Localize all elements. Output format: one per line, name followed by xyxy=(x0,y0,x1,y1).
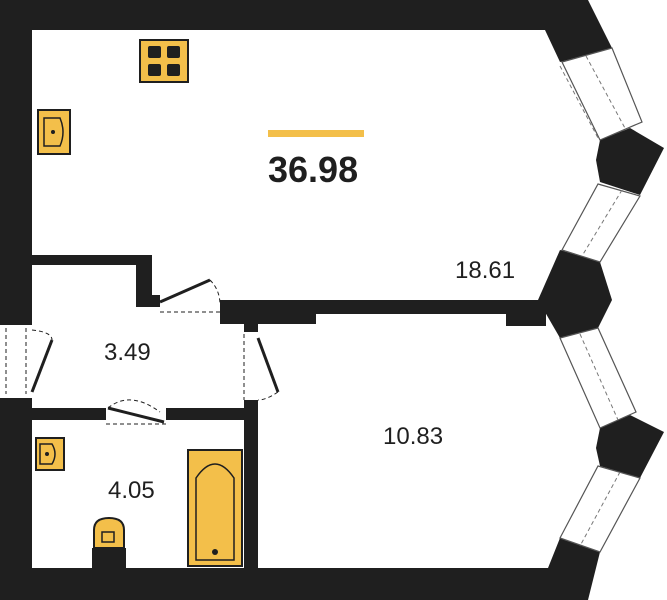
door-main-room xyxy=(159,278,211,304)
left-wall-lower xyxy=(0,398,32,600)
wall-hall-bath-right xyxy=(166,408,246,420)
bathroom-area: 4.05 xyxy=(108,477,155,504)
main-room-area: 18.61 xyxy=(455,257,515,284)
left-wall-upper xyxy=(0,0,32,325)
doors xyxy=(5,278,280,425)
total-area-accent-bar xyxy=(268,130,364,137)
bedroom-area: 10.83 xyxy=(383,423,443,450)
window-1 xyxy=(561,47,643,141)
bottom-wall xyxy=(0,538,600,600)
bathroom-sink-icon xyxy=(35,437,65,471)
hallway-area: 3.49 xyxy=(104,339,151,366)
outer-walls xyxy=(0,0,612,600)
kitchen-sink-icon xyxy=(37,109,71,155)
wall-hall-bedroom xyxy=(244,400,258,570)
door-bedroom xyxy=(256,337,280,393)
door-entrance xyxy=(30,339,54,393)
wall-door-jamb-left xyxy=(136,295,160,307)
window-2 xyxy=(561,183,641,263)
window-3 xyxy=(559,327,637,429)
total-area: 36.98 xyxy=(268,149,358,190)
wall-right-end xyxy=(506,300,546,326)
wall-kitchen-hall xyxy=(30,255,152,265)
wall-hall-bath-left xyxy=(30,408,106,420)
wall-notch xyxy=(136,255,152,305)
facade-pier-2 xyxy=(538,250,612,338)
right-windows xyxy=(559,47,643,553)
facade-pier-3 xyxy=(596,415,664,478)
right-facade xyxy=(538,128,664,478)
wall-living-bedroom-thick xyxy=(220,300,316,324)
wall-hall-bedroom-top xyxy=(244,318,258,332)
top-wall xyxy=(0,0,612,62)
interior-walls xyxy=(30,255,546,570)
door-bathroom xyxy=(107,406,165,424)
toilet-icon xyxy=(92,516,126,568)
facade-pier-1 xyxy=(596,128,664,195)
bathtub-icon xyxy=(187,449,243,567)
stove-icon xyxy=(139,39,189,83)
